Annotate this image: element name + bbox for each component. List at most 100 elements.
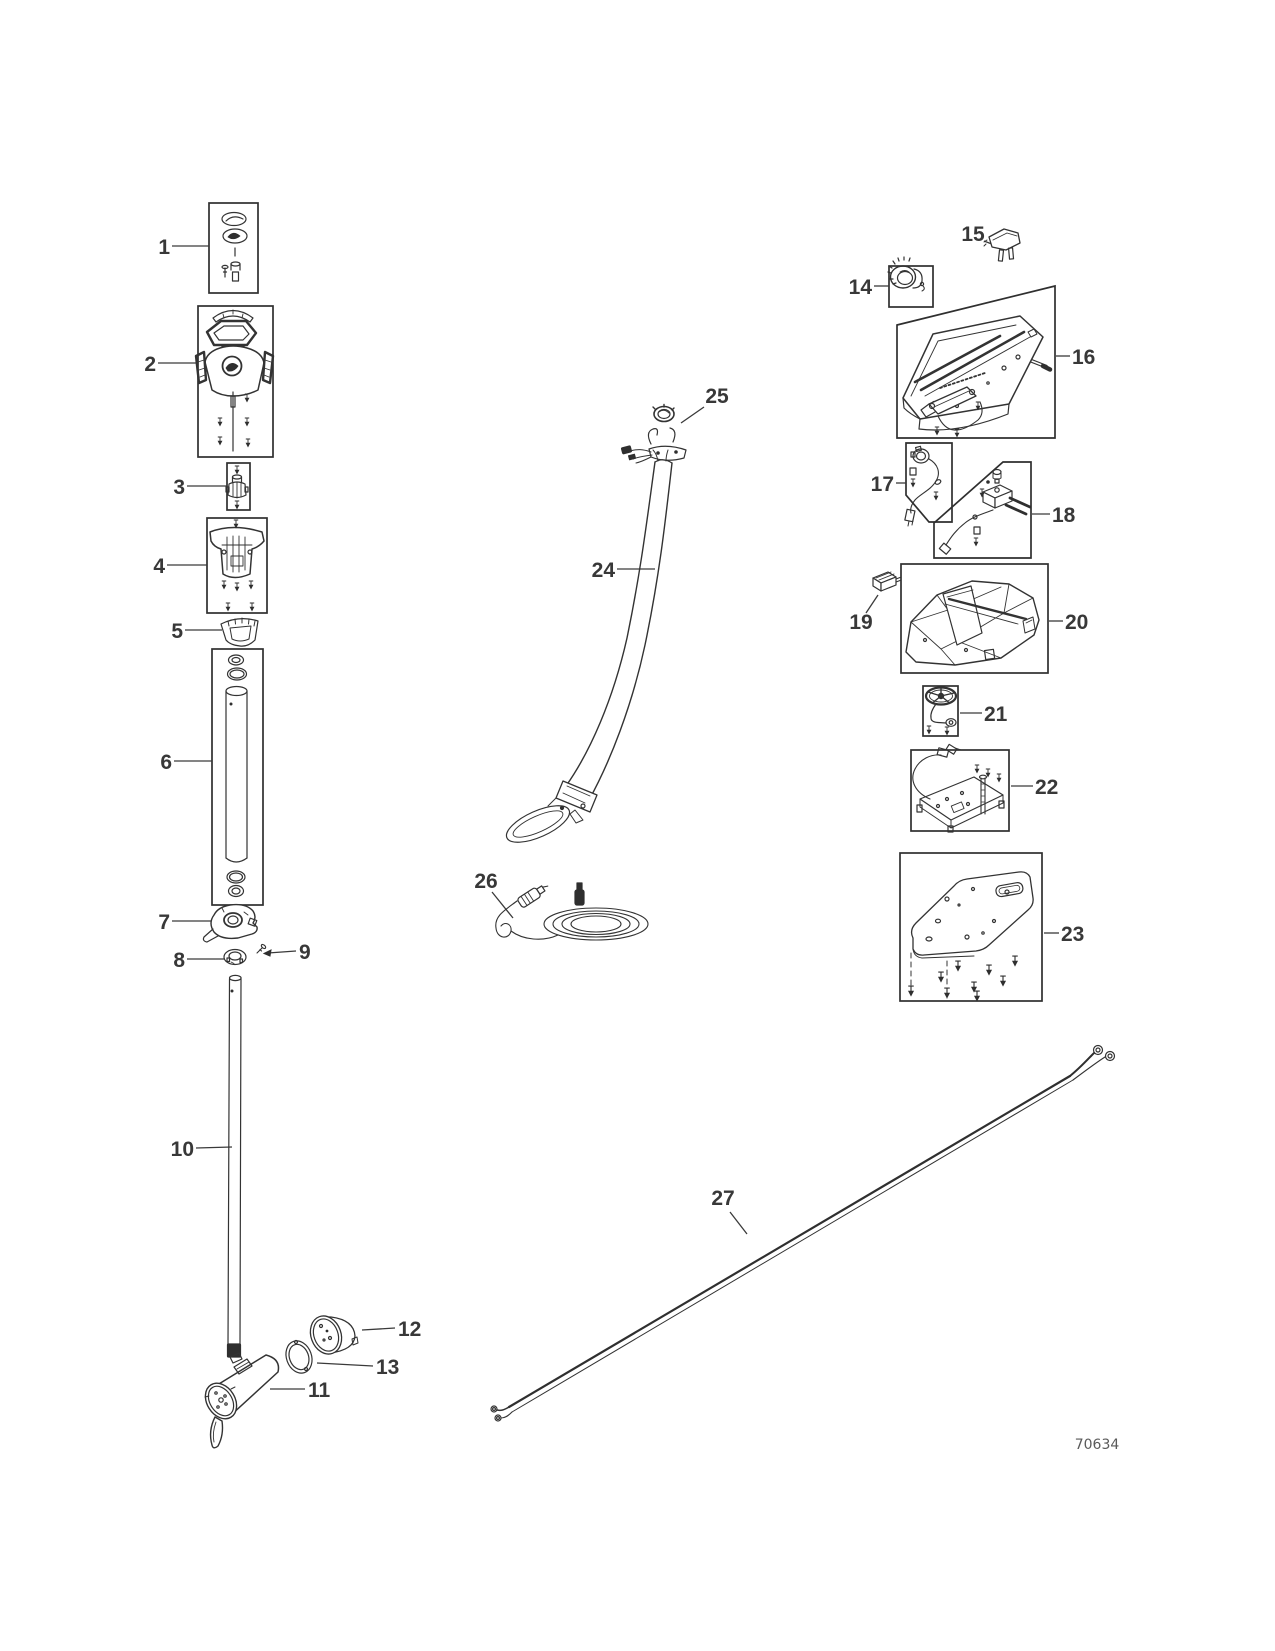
callout-26-label: 26 (474, 870, 497, 893)
callout-15-label: 15 (961, 223, 985, 246)
screw (217, 436, 223, 445)
callout-9-label: 9 (299, 941, 311, 964)
part-8-collar: 8 (173, 948, 247, 972)
part-12-drawing (309, 1315, 359, 1355)
screw (974, 764, 980, 773)
part-2-drawing (194, 309, 275, 452)
part-14-control-knob: 14 (849, 256, 934, 308)
callout-20-label: 20 (1065, 611, 1088, 634)
part-6-drawing (225, 654, 248, 898)
screw (248, 580, 254, 589)
screw (244, 417, 250, 426)
part-1-drawing (221, 211, 248, 282)
part-25-tiller-cap: 25 (620, 385, 729, 464)
part-10-drawing (226, 974, 243, 1364)
callout-16-label: 16 (1072, 346, 1095, 369)
callout-19-label: 19 (849, 611, 872, 634)
screw (221, 580, 227, 589)
part-13-retaining-ring: 13 (285, 1339, 399, 1379)
screw (234, 500, 240, 509)
part-2-head-housing-assembly: 2 (144, 305, 275, 458)
part-14-drawing (887, 256, 925, 292)
part-21-drawing (924, 686, 958, 727)
callout-17-label: 17 (871, 473, 894, 496)
part-13-leader (316, 1362, 374, 1367)
part-19-drawing (872, 571, 901, 592)
part-21-steering-gear: 21 (922, 685, 1008, 737)
part-21-callout-box (922, 685, 959, 737)
part-18-callout-box (933, 461, 1032, 559)
screw (910, 478, 916, 487)
part-9-drawing (256, 943, 267, 954)
part-3-drawing (225, 474, 249, 499)
part-5-collar-bracket: 5 (171, 617, 259, 647)
part-5-drawing (220, 617, 259, 647)
callout-18-label: 18 (1052, 504, 1076, 527)
part-6-outer-tube-kit: 6 (160, 648, 264, 906)
screw (985, 768, 991, 777)
part-1-callout-box (208, 202, 259, 294)
part-22-control-board: 22 (910, 743, 1058, 833)
callout-11-label: 11 (308, 1379, 331, 1402)
part-27-drawing (490, 1044, 1116, 1422)
callout-13-label: 13 (376, 1356, 399, 1379)
callout-25-label: 25 (705, 385, 729, 408)
callout-1-label: 1 (158, 236, 170, 259)
screw (937, 971, 945, 982)
part-1-head-cap-kit: 1 (158, 202, 259, 294)
screw (1011, 955, 1019, 966)
part-8-drawing (223, 948, 247, 966)
part-9-leader (267, 950, 297, 954)
screw (217, 417, 223, 426)
part-7-clamp: 7 (158, 903, 258, 943)
callout-23-label: 23 (1061, 923, 1084, 946)
part-4-drawing (209, 526, 265, 579)
part-25-drawing (620, 403, 687, 464)
callout-5-label: 5 (171, 620, 183, 643)
callout-3-label: 3 (173, 476, 185, 499)
screw (996, 773, 1002, 782)
callout-7-label: 7 (158, 911, 170, 934)
callout-4-label: 4 (153, 555, 165, 578)
part-26-drawing (495, 882, 649, 941)
part-16-drawing (902, 315, 1053, 431)
screw (234, 582, 240, 591)
part-20-pedal-base-housing: 20 (900, 563, 1088, 674)
part-19-leader (865, 594, 879, 614)
part-12-leader (361, 1327, 396, 1331)
part-9-leader-arrow (262, 949, 272, 957)
screw (944, 726, 950, 735)
screw (225, 602, 231, 611)
screw (943, 987, 951, 998)
part-11-drawing (204, 1354, 280, 1449)
part-19-connector-block: 19 (849, 571, 901, 634)
part-20-callout-box (900, 563, 1049, 674)
part-3-coupler: 3 (173, 462, 251, 511)
screw (973, 537, 979, 546)
screw (233, 519, 239, 528)
part-16-callout-box (896, 284, 1056, 439)
part-23-base-plate-kit: 23 (899, 852, 1084, 1002)
screw (973, 990, 981, 1001)
callout-10-label: 10 (171, 1138, 194, 1161)
screw (999, 975, 1007, 986)
screw (234, 465, 240, 474)
part-26-leader (491, 891, 514, 919)
callout-21-label: 21 (984, 703, 1008, 726)
figure-number: 70634 (1075, 1437, 1120, 1453)
callout-27-label: 27 (711, 1187, 734, 1210)
part-17-callout-box (905, 442, 953, 523)
part-23-callout-box (899, 852, 1043, 1002)
callout-8-label: 8 (173, 949, 185, 972)
screw (907, 985, 915, 996)
part-11-motor-pod: 11 (204, 1354, 331, 1449)
callout-14-label: 14 (849, 276, 873, 299)
part-4-lower-housing: 4 (153, 517, 268, 614)
screw (245, 438, 251, 447)
callout-6-label: 6 (160, 751, 172, 774)
part-7-drawing (202, 903, 258, 943)
screw (249, 602, 255, 611)
screw (926, 725, 932, 734)
part-20-drawing (905, 580, 1040, 666)
